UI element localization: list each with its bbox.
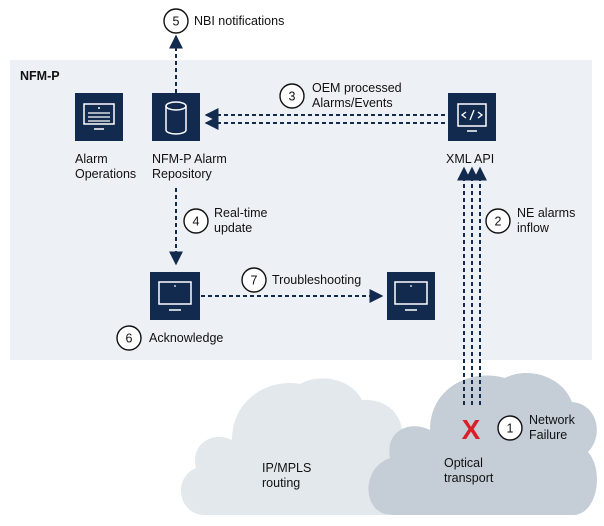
xml-api-label: XML API: [446, 152, 494, 166]
step-1-label-2: Failure: [529, 428, 567, 442]
step-4-label-1: Real-time: [214, 206, 268, 220]
optical-label-2: transport: [444, 471, 494, 485]
step-2-label-2: inflow: [517, 221, 550, 235]
svg-text:2: 2: [495, 215, 502, 229]
alarm-repository-label-1: NFM-P Alarm: [152, 152, 227, 166]
step-badge-4: 4: [183, 208, 209, 234]
step-6-label: Acknowledge: [149, 331, 223, 345]
svg-text:3: 3: [289, 90, 296, 104]
step-5-label: NBI notifications: [194, 14, 284, 28]
step-3-label-2: Alarms/Events: [312, 96, 393, 110]
step-badge-7: 7: [241, 267, 267, 293]
step-badge-1: 1: [497, 415, 523, 441]
step-2-label-1: NE alarms: [517, 206, 575, 220]
alarm-operations-label-1: Alarm: [75, 152, 108, 166]
troubleshooting-monitor-icon: [387, 272, 435, 320]
acknowledge-monitor-icon: [150, 272, 200, 320]
step-badge-3: 3: [279, 83, 305, 109]
region-label: NFM-P: [20, 69, 60, 83]
svg-text:7: 7: [251, 274, 258, 288]
database-icon: [152, 93, 200, 141]
step-1-label-1: Network: [529, 413, 576, 427]
svg-text:6: 6: [126, 332, 133, 346]
svg-text:5: 5: [173, 15, 180, 29]
step-7-label: Troubleshooting: [272, 273, 361, 287]
ip-mpls-cloud: [180, 378, 412, 515]
optical-label-1: Optical: [444, 456, 483, 470]
step-4-label-2: update: [214, 221, 252, 235]
svg-text:4: 4: [193, 215, 200, 229]
optical-transport-cloud: [368, 372, 597, 515]
alarm-repository-label-2: Repository: [152, 167, 212, 181]
alarm-operations-label-2: Operations: [75, 167, 136, 181]
ip-mpls-label-2: routing: [262, 476, 300, 490]
network-failure-mark: X: [462, 414, 481, 445]
step-badge-5: 5: [163, 8, 189, 34]
svg-text:1: 1: [507, 422, 514, 436]
ip-mpls-label-1: IP/MPLS: [262, 461, 311, 475]
step-badge-2: 2: [485, 208, 511, 234]
xml-api-icon: [448, 93, 496, 141]
step-3-label-1: OEM processed: [312, 81, 402, 95]
step-badge-6: 6: [116, 325, 142, 351]
alarm-operations-icon: [75, 93, 123, 141]
